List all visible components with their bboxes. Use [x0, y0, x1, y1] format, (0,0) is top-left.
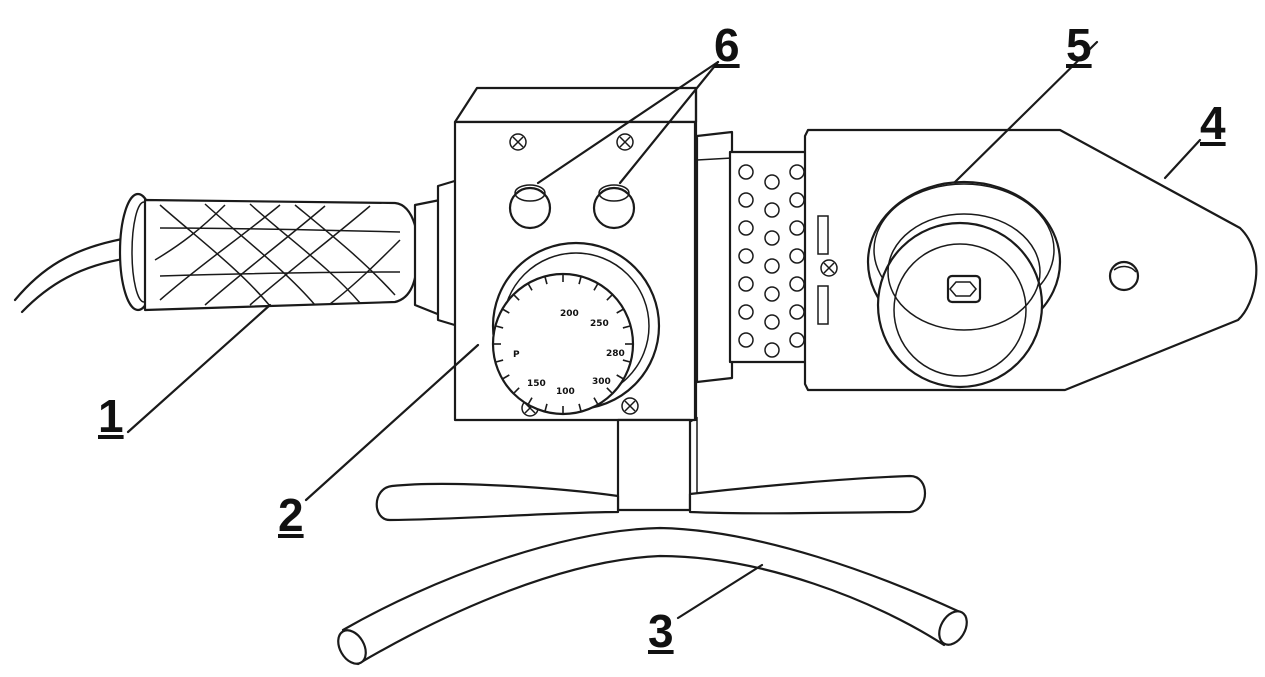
callout-stand: 3	[648, 605, 674, 657]
leader-6a	[536, 60, 720, 185]
dial-tick	[544, 277, 548, 285]
dial-tick	[606, 294, 613, 301]
vent-hole	[738, 276, 754, 292]
dial-tick	[502, 374, 510, 380]
vent-hole	[764, 286, 780, 302]
leader-3	[676, 563, 764, 620]
vent-block	[695, 130, 810, 384]
dial-tick	[527, 397, 533, 405]
vent-hole	[738, 304, 754, 320]
leader-4	[1163, 138, 1202, 180]
dial-tick	[593, 283, 599, 291]
plate-screw	[820, 259, 838, 277]
dial-tick	[513, 294, 520, 301]
stand	[337, 474, 968, 666]
thermostat-dial: P 150 200 250 280 300 100	[491, 241, 661, 416]
handle	[118, 178, 460, 328]
leader-6b	[618, 60, 720, 185]
vent-holes	[738, 164, 805, 358]
callout-nozzle: 5	[1066, 19, 1092, 71]
indicator-lamp-right	[592, 184, 636, 230]
dial-mark-200: 200	[560, 309, 579, 319]
vent-hole	[764, 342, 780, 358]
dial-tick	[606, 387, 613, 394]
vent-hole	[764, 202, 780, 218]
vent-hole	[738, 192, 754, 208]
indicator-lamp-left	[508, 184, 552, 230]
dial-tick	[578, 403, 582, 411]
vent-hole	[789, 220, 805, 236]
vent-hole	[789, 164, 805, 180]
dial-tick	[527, 283, 533, 291]
leader-2	[304, 343, 480, 502]
dial-tick	[496, 325, 504, 329]
power-cable	[13, 236, 132, 314]
vent-hole	[789, 332, 805, 348]
dial-mark-300: 300	[592, 377, 611, 387]
grip-texture	[154, 203, 401, 307]
vent-hole	[789, 192, 805, 208]
dial-mark-p: P	[513, 350, 520, 360]
leader-1	[126, 303, 272, 434]
vent-hole	[789, 276, 805, 292]
dial-tick	[496, 359, 504, 363]
vent-hole	[764, 258, 780, 274]
vent-hole	[764, 174, 780, 190]
stand-neck	[616, 416, 698, 512]
vent-hole	[738, 332, 754, 348]
callout-handle: 1	[98, 390, 124, 442]
dial-tick	[616, 308, 624, 314]
screw-top-left	[509, 133, 527, 151]
dial-mark-280: 280	[606, 349, 625, 359]
dial-mark-250: 250	[590, 319, 609, 329]
vent-hole	[738, 248, 754, 264]
screw-bottom-right	[621, 397, 639, 415]
dial-mark-100: 100	[556, 387, 575, 397]
plate-hole	[1108, 260, 1140, 292]
callout-thermostat-dial: 2	[278, 489, 304, 541]
dial-tick	[616, 374, 624, 380]
screw-top-right	[616, 133, 634, 151]
dial-tick	[544, 403, 548, 411]
dial-ticks	[494, 275, 632, 413]
dial-tick	[622, 359, 630, 363]
vent-hole	[738, 164, 754, 180]
vent-hole	[764, 314, 780, 330]
dial-tick	[578, 277, 582, 285]
vent-hole	[738, 220, 754, 236]
dial-tick	[502, 308, 510, 314]
dial-tick	[593, 397, 599, 405]
callout-heating-plate: 4	[1200, 97, 1226, 149]
leader-5	[953, 40, 1099, 184]
dial-tick	[513, 387, 520, 394]
vent-hole	[789, 304, 805, 320]
nozzle-bolt	[946, 274, 982, 304]
dial-mark-150: 150	[527, 379, 546, 389]
dial-tick	[622, 325, 630, 329]
leader-lines	[126, 40, 1202, 620]
vent-hole	[764, 230, 780, 246]
nozzle	[866, 180, 1062, 389]
callout-indicator-lamps: 6	[714, 19, 740, 71]
vent-hole	[789, 248, 805, 264]
